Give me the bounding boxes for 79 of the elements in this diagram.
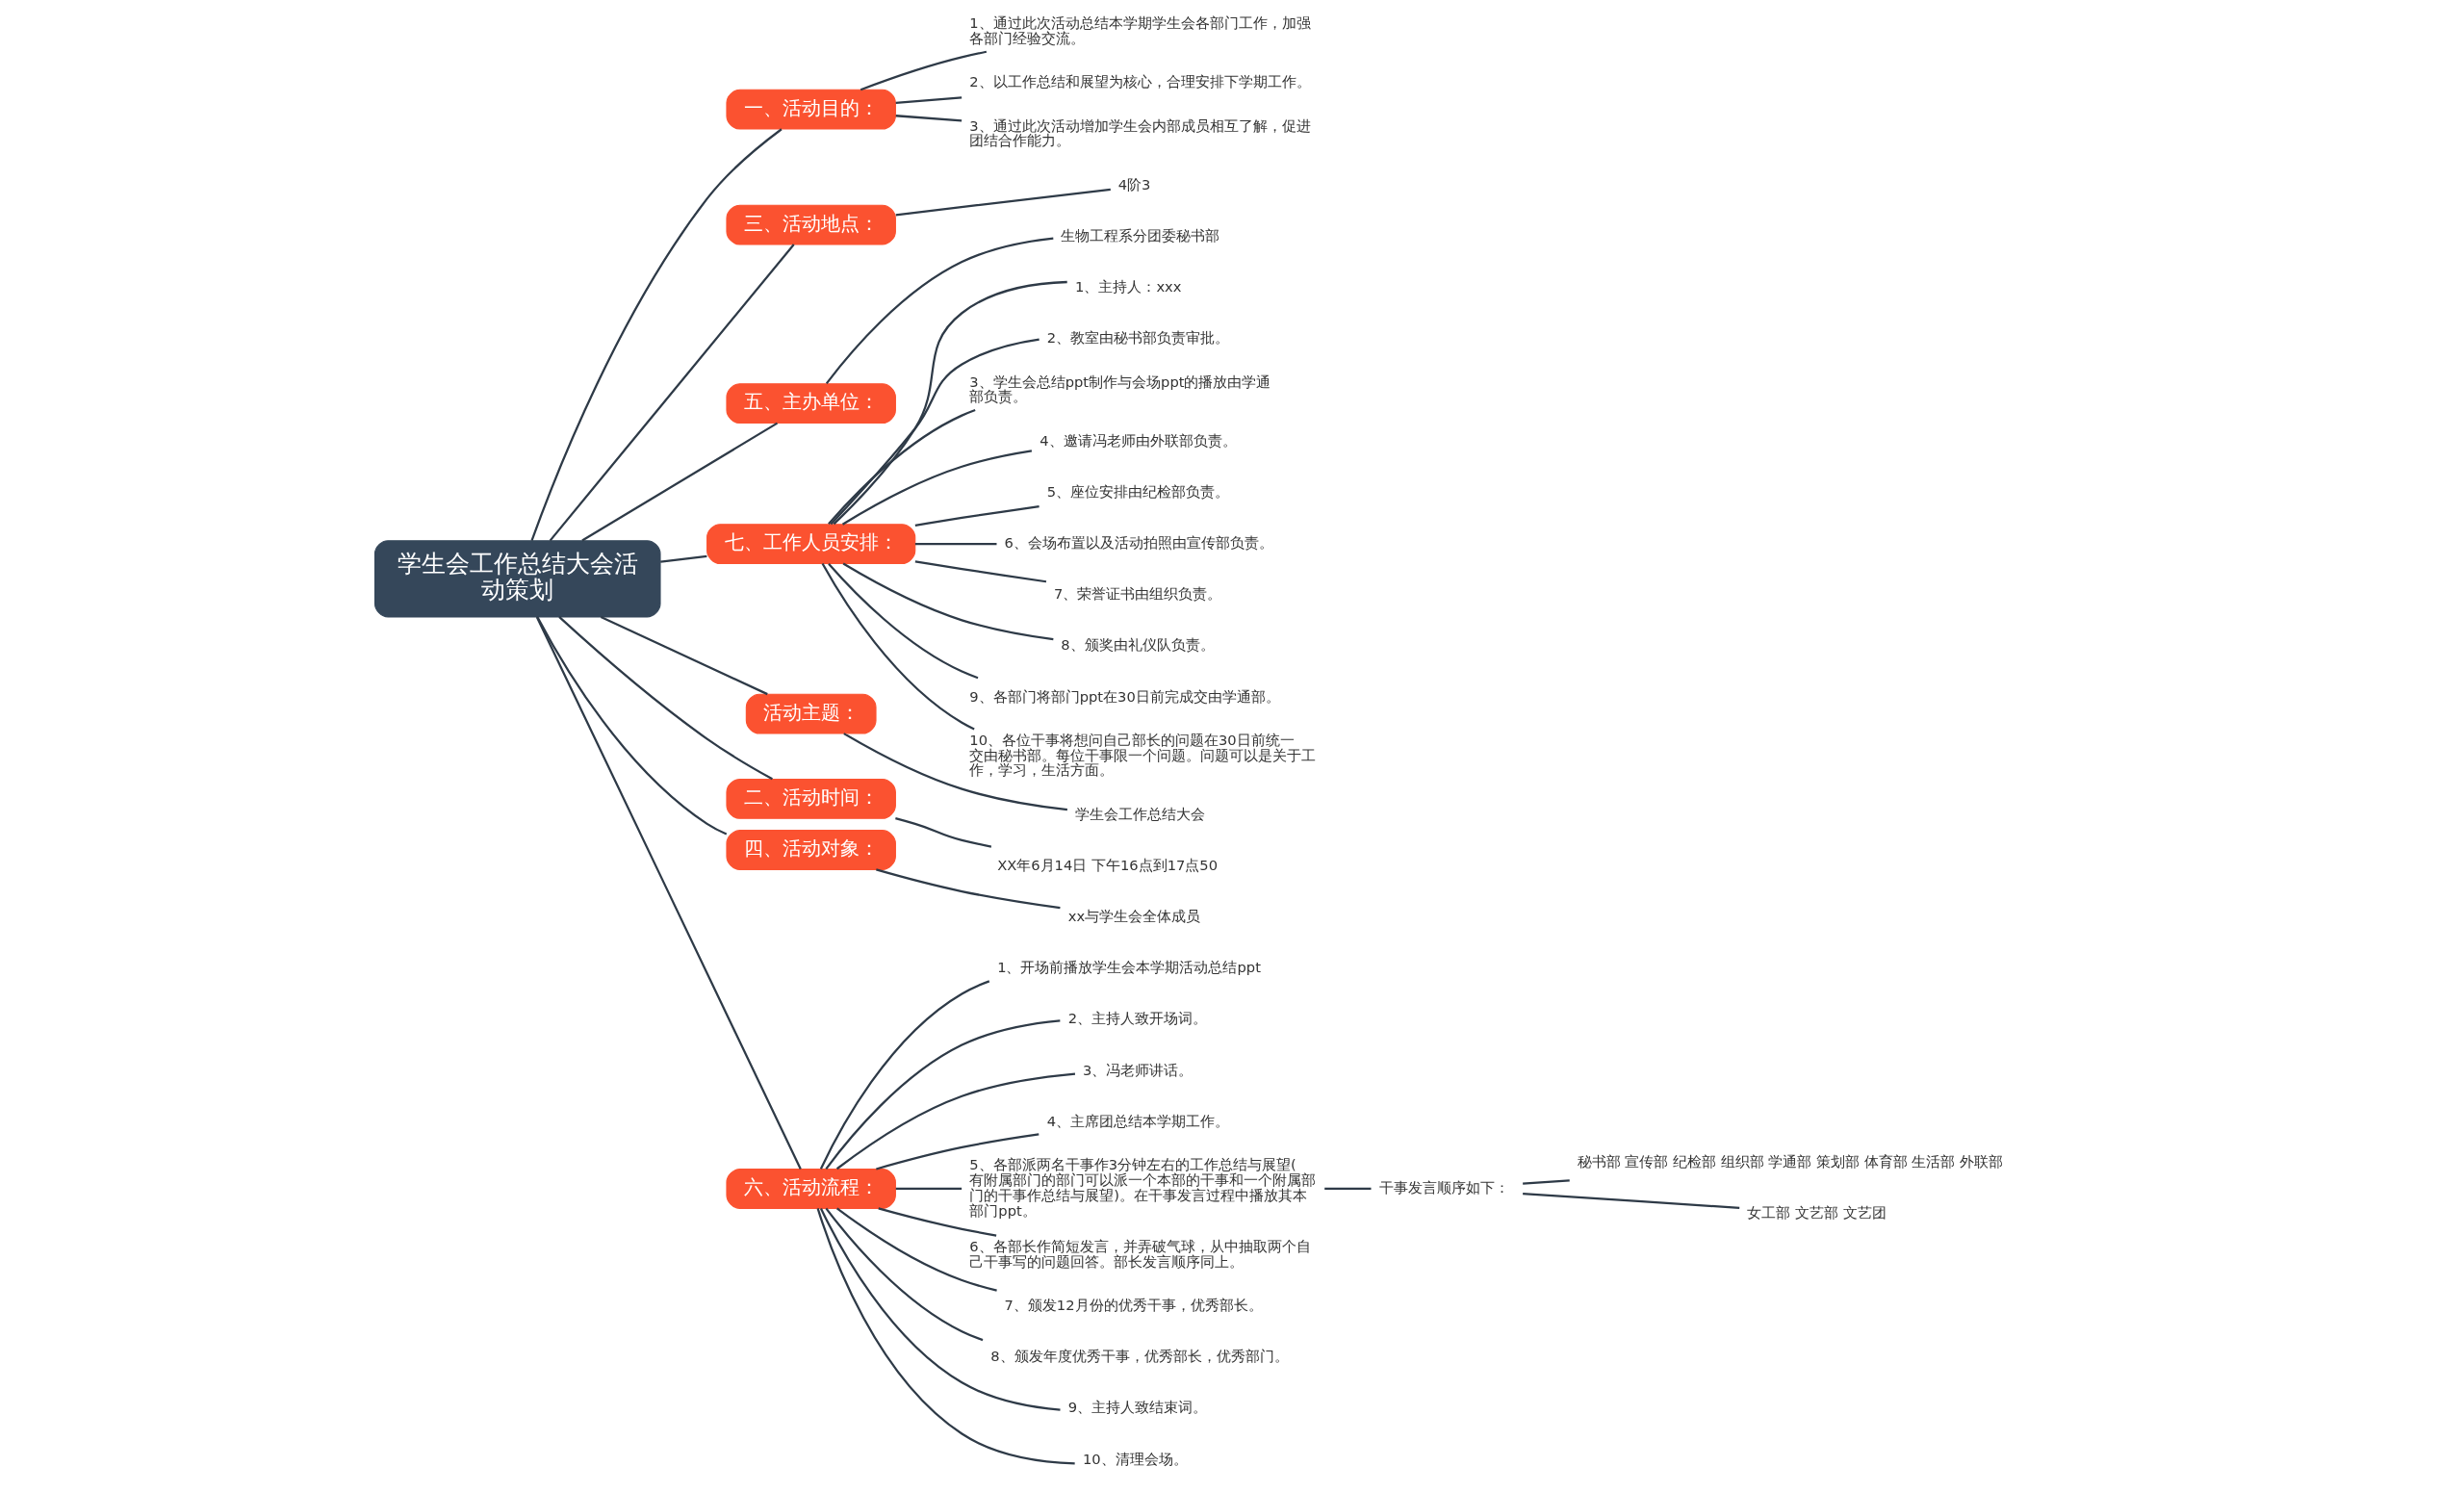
connector (821, 563, 975, 731)
node-text: 5、座位安排由纪检部负责。 (1046, 482, 1230, 500)
connector (843, 733, 1067, 811)
node-text: XX年6月14日 下午16点到17点50 (997, 856, 1219, 873)
connector (600, 615, 768, 696)
connector (549, 244, 795, 542)
connector (535, 616, 802, 1170)
node-text: xx与学生会全体成员 (1067, 908, 1201, 925)
node-text: 10、清理会场。 (1082, 1450, 1188, 1467)
connector (536, 616, 728, 836)
connector (895, 188, 1111, 217)
connector (825, 1207, 984, 1342)
connector (558, 616, 773, 781)
node-text: 1、开场前播放学生会本学期活动总结ppt (997, 959, 1261, 976)
node-box: 活动主题： (745, 693, 877, 734)
connector (828, 408, 976, 525)
node-text: 9、主持人致结束词。 (1067, 1399, 1208, 1416)
node-box: 一、活动目的： (726, 89, 896, 130)
connector (895, 96, 962, 104)
connector (825, 1019, 1061, 1170)
connector (895, 817, 992, 848)
connector (835, 1072, 1076, 1170)
connector (830, 338, 1040, 526)
node-text: 2、教室由秘书部负责审批。 (1046, 329, 1230, 347)
connector (828, 563, 979, 680)
connector (581, 422, 779, 542)
node-text: 3、通过此次活动增加学生会内部成员相互了解，促进团结合作能力。 (969, 116, 1311, 149)
node-text: 秘书部 宣传部 纪检部 组织部 学通部 策划部 体育部 生活部 外联部 (1577, 1152, 2004, 1170)
node-text: 4、邀请冯老师由外联部负责。 (1040, 431, 1237, 449)
node-text: 1、通过此次活动总结本学期学生会各部门工作，加强各部门经验交流。 (969, 14, 1311, 47)
connector (836, 1207, 997, 1292)
node-text: 5、各部派两名干事作3分钟左右的工作总结与展望(有附属部门的部门可以派一个本部的干事和一个附属部门的干事作总结与展望)。在干事发言过程中播放其本部门ppt。 (969, 1156, 1317, 1219)
connector (819, 1207, 1061, 1411)
node-box: 二、活动时间： (726, 778, 896, 819)
connector (878, 1207, 997, 1237)
connector (914, 543, 997, 546)
connector (860, 50, 988, 91)
connector (530, 128, 783, 542)
node-text: 4、主席团总结本学期工作。 (1046, 1112, 1230, 1129)
node-text: 生物工程系分团委秘书部 (1061, 226, 1220, 244)
connector (914, 560, 1047, 583)
node-text: 干事发言顺序如下： (1378, 1178, 1509, 1196)
node-box: 六、活动流程： (726, 1169, 896, 1209)
node-box: 四、活动对象： (726, 830, 896, 870)
connector (876, 868, 1061, 910)
node-box: 三、活动地点： (726, 204, 896, 245)
node-text: 7、颁发12月份的优秀干事，优秀部长。 (1004, 1296, 1263, 1313)
node-text: 7、荣誉证书由组织负责。 (1054, 585, 1222, 603)
connector (825, 237, 1054, 385)
connector (833, 280, 1067, 526)
connector (819, 980, 990, 1170)
node-text: 8、颁发年度优秀干事，优秀部长，优秀部门。 (990, 1348, 1289, 1365)
node-text: 8、颁奖由礼仪队负责。 (1061, 636, 1215, 654)
connector (1523, 1192, 1740, 1209)
connector (1324, 1187, 1372, 1191)
node-text: 3、冯老师讲话。 (1082, 1061, 1194, 1078)
connector (841, 450, 1033, 526)
node-text: 6、各部长作简短发言，并弄破气球，从中抽取两个自己干事写的问题回答。部长发言顺序同上。 (969, 1237, 1311, 1270)
connector (842, 562, 1054, 641)
connector (816, 1208, 1075, 1465)
node-box: 五、主办单位： (726, 383, 896, 424)
node-text: 学生会工作总结大会 (1075, 805, 1206, 822)
node-text: 1、主持人：xxx (1075, 278, 1182, 296)
connector (876, 1133, 1040, 1170)
node-text: 6、会场布置以及活动拍照由宣传部负责。 (1004, 533, 1273, 551)
node-text: 9、各部门将部门ppt在30日前完成交由学通部。 (969, 687, 1280, 705)
connector (895, 115, 962, 122)
node-text: 2、以工作总结和展望为核心，合理安排下学期工作。 (969, 73, 1311, 90)
node-text: 4阶3 (1117, 175, 1151, 193)
connector (660, 554, 707, 563)
node-text: 2、主持人致开场词。 (1067, 1010, 1208, 1027)
connector (1523, 1179, 1570, 1185)
node-text: 3、学生会总结ppt制作与会场ppt的播放由学通部负责。 (969, 373, 1271, 405)
connector (914, 505, 1040, 527)
node-box: 七、工作人员安排： (706, 524, 916, 565)
connector (895, 1187, 962, 1191)
node-box: 学生会工作总结大会活动策划 (373, 540, 661, 618)
node-text: 女工部 文艺部 文艺团 (1747, 1203, 1886, 1221)
node-text: 10、各位干事将想问自己部长的问题在30日前统一交由秘书部。每位干事限一个问题。问题可以是关于工作，学习，生活方面。 (969, 731, 1317, 779)
